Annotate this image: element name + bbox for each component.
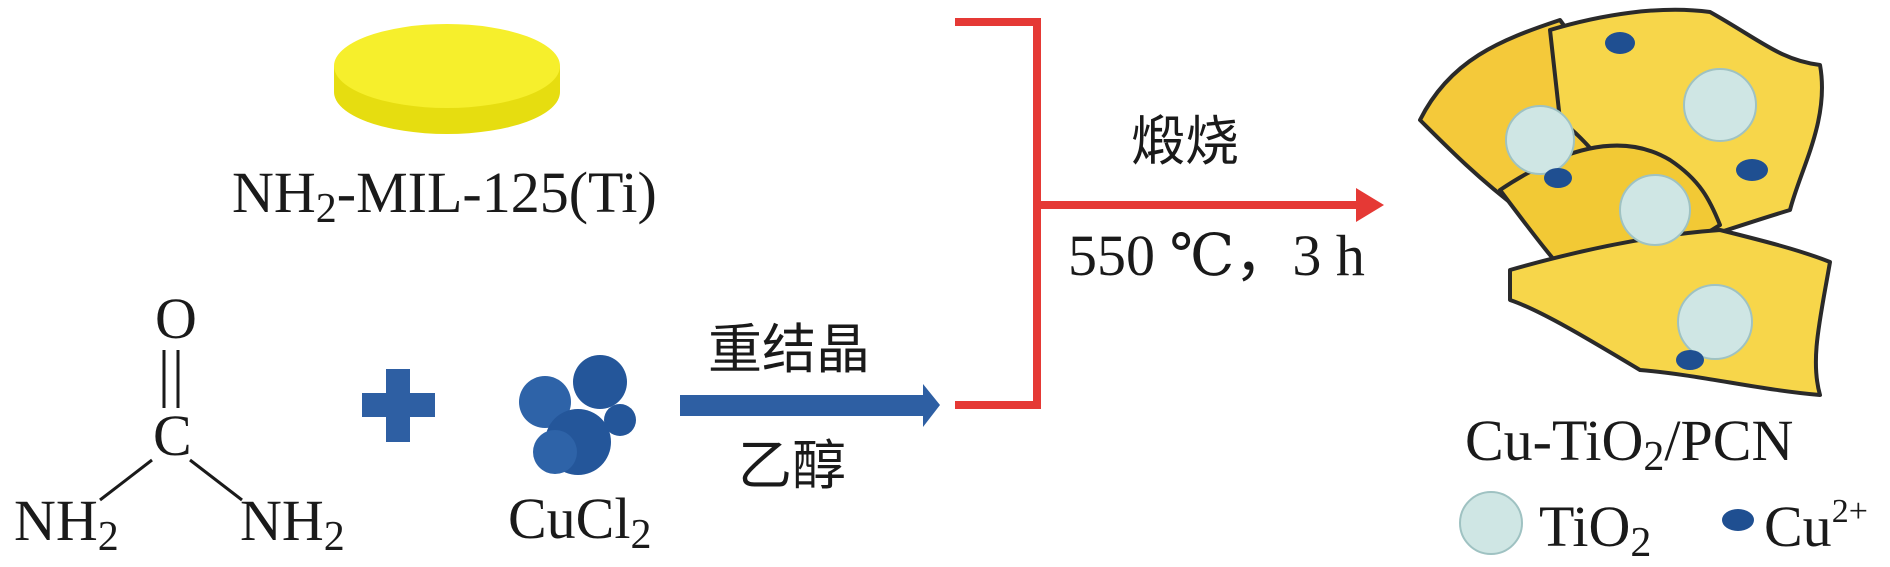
cucl2-label: CuCl2 [508,486,652,558]
urea-carbon: C [153,403,192,468]
legend: TiO2 Cu2+ [1459,491,1868,566]
plus-icon [362,369,435,442]
step1-top-label: 重结晶 [708,318,870,381]
product-tio2-particles [1505,68,1757,360]
cucl2-particles-icon [519,355,636,475]
step1-bottom-label: 乙醇 [738,434,846,497]
cu-legend-icon [1722,509,1754,531]
tio2-legend-label: TiO2 [1539,494,1651,566]
mof-disk-icon [334,24,560,134]
urea-oxygen: O [155,286,197,351]
cu-legend-label: Cu2+ [1764,493,1868,559]
mof-label: NH2-MIL-125(Ti) [232,160,657,232]
product-label: Cu-TiO2/PCN [1465,408,1793,480]
urea-structure: O C NH2 NH2 [14,286,345,560]
tio2-legend-icon [1459,491,1523,555]
recrystallization-arrow [680,384,940,427]
calcination-arrowhead [1356,188,1384,222]
urea-nh2-right: NH2 [240,488,345,560]
product-cu-particles [1544,32,1768,370]
urea-nh2-left: NH2 [14,488,119,560]
step2-bottom-label: 550 ℃，3 h [1068,223,1365,288]
step2-top-label: 煅烧 [1131,110,1239,173]
calcination-bracket [955,18,1358,409]
